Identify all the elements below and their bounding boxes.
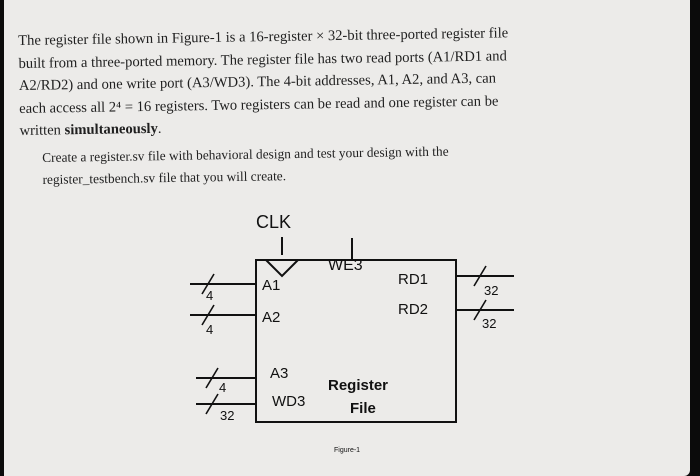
a3-bus-width: 4 bbox=[219, 380, 226, 395]
clk-label: CLK bbox=[256, 212, 291, 232]
rd2-bus-slash bbox=[473, 299, 487, 321]
a2-bus-slash bbox=[201, 304, 215, 326]
clock-triangle-icon bbox=[265, 259, 299, 278]
document-page bbox=[4, 0, 690, 476]
a1-bus-slash bbox=[201, 273, 215, 295]
rd1-bus-slash bbox=[473, 265, 487, 287]
rd1-bus-width: 32 bbox=[484, 283, 498, 298]
rd2-bus-width: 32 bbox=[482, 316, 496, 331]
wd3-bus-slash bbox=[205, 393, 219, 415]
a1-bus-width: 4 bbox=[206, 288, 213, 303]
rd1-label: RD1 bbox=[398, 271, 428, 288]
block-title-line-2: File bbox=[350, 400, 376, 417]
register-file-block bbox=[255, 259, 457, 423]
a2-bus-width: 4 bbox=[206, 322, 213, 337]
a2-label: A2 bbox=[262, 309, 280, 326]
block-title-line-1: Register bbox=[328, 377, 388, 394]
a3-bus-slash bbox=[205, 367, 219, 389]
rd2-label: RD2 bbox=[398, 301, 428, 318]
wd3-bus-width: 32 bbox=[220, 408, 234, 423]
a3-label: A3 bbox=[270, 365, 288, 382]
wd3-label: WD3 bbox=[272, 393, 305, 410]
figure-caption: Figure-1 bbox=[334, 447, 360, 454]
we3-label: WE3 bbox=[328, 257, 363, 274]
a1-label: A1 bbox=[262, 277, 280, 294]
